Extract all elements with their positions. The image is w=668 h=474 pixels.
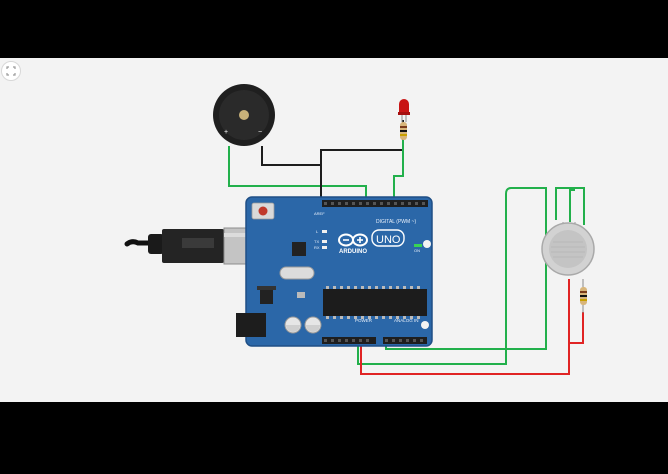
pin-l-label: L (316, 229, 319, 234)
fit-view-icon (6, 66, 16, 76)
dc-power-jack[interactable] (236, 313, 266, 337)
wire-sensor-power[interactable] (555, 187, 585, 225)
brand-label: ARDUINO (339, 249, 367, 255)
digital-label: DIGITAL (PWM ~) (376, 219, 416, 225)
board-name: UNO (376, 234, 401, 246)
sensor-resistor[interactable] (580, 279, 587, 313)
circuit-scene: AREF DIGITAL (PWM ~) ARDUINO UNO L TX RX (124, 84, 595, 375)
red-led[interactable] (398, 99, 410, 122)
wire-sensor-analog[interactable] (357, 187, 547, 365)
on-label: ON (414, 248, 420, 253)
aref-label: AREF (314, 211, 325, 216)
video-letterbox-top (0, 0, 668, 58)
led-resistor[interactable] (400, 122, 407, 140)
wire-buzzer-negative[interactable] (261, 146, 322, 200)
arduino-uno-board[interactable]: AREF DIGITAL (PWM ~) ARDUINO UNO L TX RX (236, 196, 433, 347)
wire-led-ground[interactable] (320, 120, 404, 165)
power-label: POWER (355, 318, 373, 323)
analog-label: ANALOG IN (394, 318, 419, 323)
wire-resistor-to-sensor[interactable] (569, 312, 584, 344)
buzzer-minus-label: − (258, 129, 262, 136)
wire-sensor-gnd[interactable] (569, 189, 575, 222)
pin-rx-label: RX (314, 245, 320, 250)
pin-tx-label: TX (314, 239, 319, 244)
buzzer-plus-label: + (224, 129, 228, 136)
piezo-buzzer[interactable]: + − (213, 84, 275, 146)
force-sensor[interactable] (541, 222, 595, 276)
wire-power-5v[interactable] (360, 279, 570, 375)
fit-view-button[interactable] (1, 61, 21, 81)
wire-buzzer-positive[interactable] (228, 146, 367, 200)
microcontroller-chip (323, 289, 427, 316)
wire-led-signal[interactable] (393, 140, 404, 200)
reset-button-cap[interactable] (258, 206, 268, 216)
arduino-logo (338, 233, 368, 247)
video-letterbox-bottom (0, 402, 668, 474)
circuit-canvas[interactable]: AREF DIGITAL (PWM ~) ARDUINO UNO L TX RX (0, 58, 668, 402)
power-led (414, 244, 422, 247)
